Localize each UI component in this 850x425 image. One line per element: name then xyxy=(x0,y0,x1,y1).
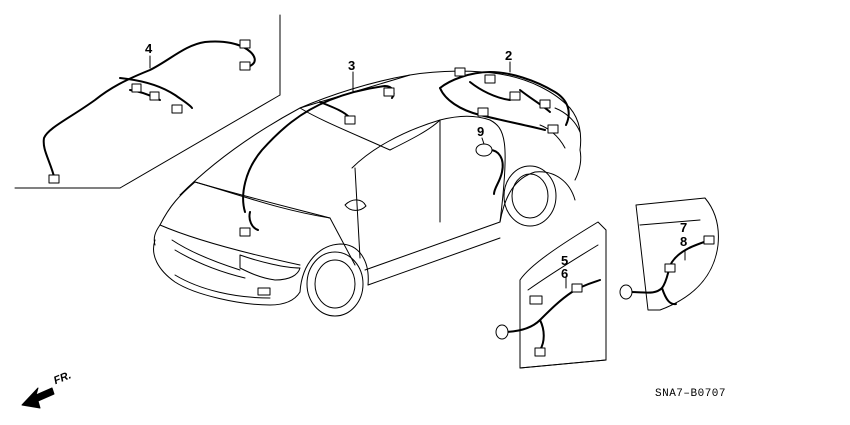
harness-5-6-connectors xyxy=(495,283,583,357)
harness-3 xyxy=(242,85,395,231)
harness-5-6 xyxy=(501,279,601,351)
callout-9: 9 xyxy=(477,124,485,139)
callout-3: 3 xyxy=(348,58,356,73)
callout-2: 2 xyxy=(505,48,513,63)
front-door xyxy=(519,221,607,369)
callout-4: 4 xyxy=(145,41,153,56)
harness-9-connector xyxy=(475,143,493,157)
callout-5: 5 xyxy=(561,253,569,268)
callout-8: 8 xyxy=(680,234,688,249)
diagram-code: SNA7–B0707 xyxy=(655,388,727,400)
car-body xyxy=(153,70,582,317)
harness-2-connectors xyxy=(454,67,559,134)
harness-3-connectors xyxy=(239,87,395,237)
front-direction-arrow-icon xyxy=(21,387,55,409)
harness-7-8 xyxy=(629,239,711,306)
harness-7-8-connectors xyxy=(619,235,715,300)
inset-frame xyxy=(14,14,281,189)
harness-4 xyxy=(42,40,256,181)
harness-2 xyxy=(439,71,570,131)
callout-6: 6 xyxy=(561,266,569,281)
harness-9 xyxy=(489,149,504,195)
leader-9 xyxy=(481,137,485,145)
harness-4-connectors xyxy=(48,39,251,184)
callout-7: 7 xyxy=(680,220,688,235)
